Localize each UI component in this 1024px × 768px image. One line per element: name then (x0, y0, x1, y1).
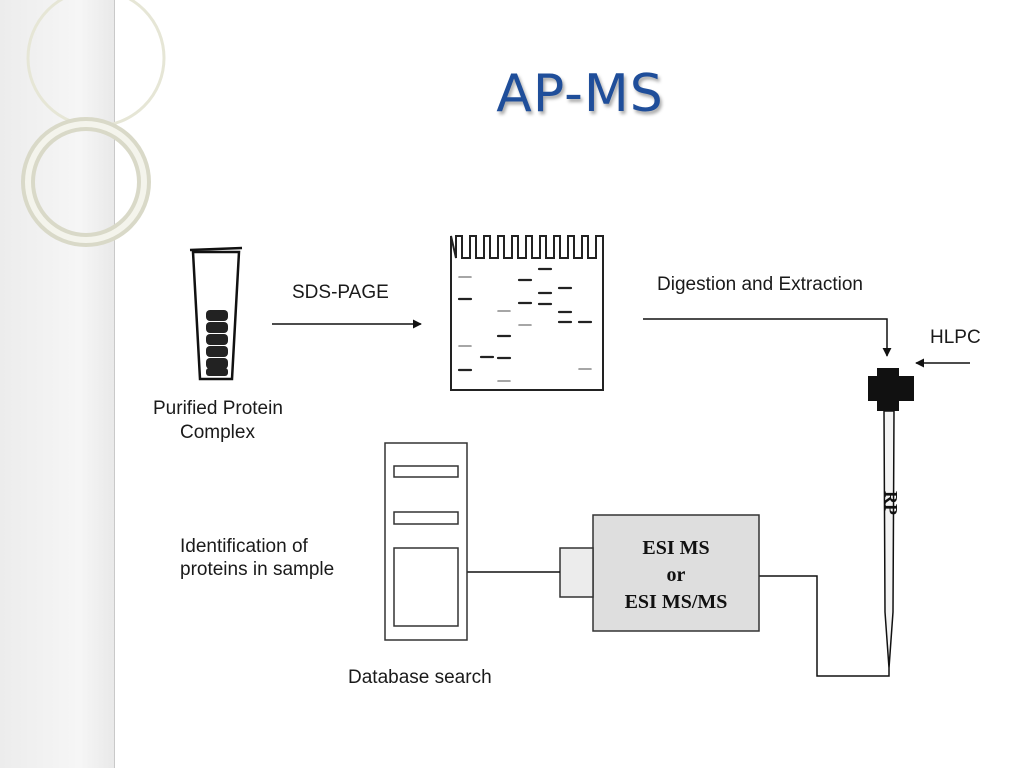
computer-tower-icon (384, 442, 468, 641)
sample-label-line2: Complex (180, 422, 255, 443)
digestion-arrow (643, 318, 892, 357)
ms-instrument-box (592, 514, 760, 632)
gel-icon (450, 235, 604, 391)
column-to-ms-tubing (759, 575, 890, 677)
rp-column-icon (883, 410, 895, 669)
slide-title: AP-MS (496, 64, 664, 124)
column-connector-icon (868, 368, 914, 411)
decorative-rings (21, 0, 166, 247)
ms-label-line1: ESI MS (642, 537, 710, 559)
ms-label-line2: or (666, 564, 686, 586)
ms-inlet-box (559, 547, 594, 598)
gel-bands (457, 267, 593, 382)
identification-label-line1: Identification of (180, 536, 308, 557)
sample-label-line1: Purified Protein (153, 398, 283, 419)
sds-page-label: SDS-PAGE (292, 282, 389, 303)
database-search-label: Database search (348, 667, 492, 688)
identification-label-line2: proteins in sample (180, 559, 335, 580)
digestion-label: Digestion and Extraction (657, 274, 863, 295)
ms-label-line3: ESI MS/MS (624, 591, 728, 613)
rp-label: RP (881, 491, 901, 515)
hlpc-label: HLPC (930, 327, 981, 348)
protein-complex-icon (206, 310, 228, 376)
